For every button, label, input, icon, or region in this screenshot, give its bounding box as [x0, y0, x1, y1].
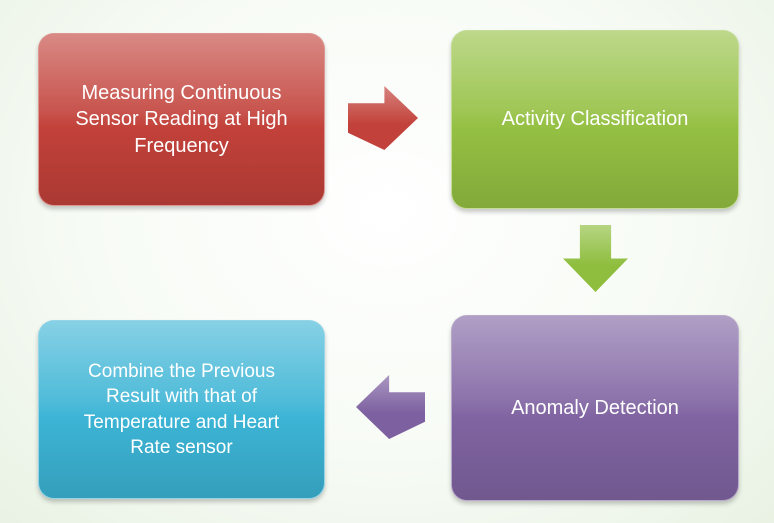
arrow-down-icon [563, 225, 628, 292]
box-combine-results: Combine the Previous Result with that of… [38, 320, 325, 499]
box-measuring-sensor: Measuring Continuous Sensor Reading at H… [38, 33, 325, 206]
box-activity-classification-label: Activity Classification [501, 108, 689, 131]
box-anomaly-detection-label: Anomaly Detection [511, 396, 679, 419]
box-anomaly-detection: Anomaly Detection [451, 315, 739, 501]
arrow-right-icon [348, 86, 418, 150]
box-activity-classification: Activity Classification [451, 30, 739, 209]
arrow-left-icon [356, 375, 425, 439]
box-combine-results-label: Combine the Previous Result with that of… [83, 361, 280, 458]
box-measuring-sensor-label: Measuring Continuous Sensor Reading at H… [75, 81, 288, 157]
